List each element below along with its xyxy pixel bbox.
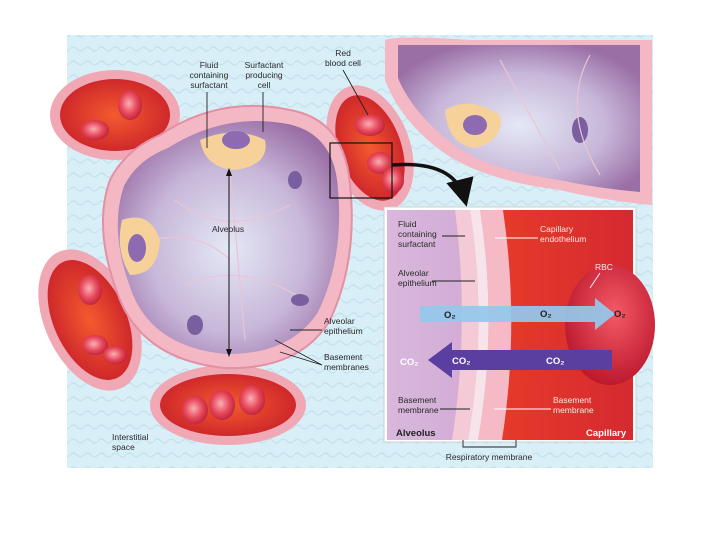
inset-fluid-label: Fluid — [398, 219, 417, 229]
co2-right-label: CO₂ — [546, 356, 564, 367]
inset-basement-left-label: Basement — [398, 395, 437, 405]
co2-left-label: CO₂ — [400, 357, 418, 368]
inset-alveolus-label: Alveolus — [396, 428, 436, 439]
inset-rbc-label: RBC — [595, 262, 613, 272]
svg-text:membrane: membrane — [398, 405, 439, 415]
svg-text:surfactant: surfactant — [398, 239, 436, 249]
svg-text:endothelium: endothelium — [540, 234, 586, 244]
svg-text:containing: containing — [398, 229, 437, 239]
svg-text:cell: cell — [258, 80, 271, 90]
surfactant-cell-label: Surfactant — [245, 60, 284, 70]
svg-text:epithelium: epithelium — [324, 326, 363, 336]
svg-text:space: space — [112, 442, 135, 452]
o2-right-label: O₂ — [614, 309, 626, 320]
svg-text:membranes: membranes — [324, 362, 369, 372]
inset-capillary-label: Capillary — [586, 428, 627, 439]
svg-text:containing: containing — [190, 70, 229, 80]
alveolus — [103, 106, 352, 368]
co2-mid-label: CO₂ — [452, 356, 470, 367]
inset-epithelium-label: Alveolar — [398, 268, 429, 278]
svg-text:producing: producing — [245, 70, 283, 80]
interstitial-label: Interstitial — [112, 432, 148, 442]
fluid-label: Fluid — [200, 60, 219, 70]
o2-mid-label: O₂ — [540, 309, 552, 320]
alveolus-label: Alveolus — [212, 224, 244, 234]
svg-text:membrane: membrane — [553, 405, 594, 415]
alveolar-epithelium-label: Alveolar — [324, 316, 355, 326]
inset-basement-right-label: Basement — [553, 395, 592, 405]
respiratory-membrane-label: Respiratory membrane — [446, 452, 533, 462]
inset-panel: Fluid containing surfactant Capillary en… — [384, 207, 655, 442]
o2-left-label: O₂ — [444, 310, 456, 321]
svg-text:epithelium: epithelium — [398, 278, 437, 288]
basement-membranes-label: Basement — [324, 352, 363, 362]
inset-endothelium-label: Capillary — [540, 224, 574, 234]
svg-text:blood cell: blood cell — [325, 58, 361, 68]
rbc-label: Red — [335, 48, 351, 58]
svg-text:surfactant: surfactant — [190, 80, 228, 90]
